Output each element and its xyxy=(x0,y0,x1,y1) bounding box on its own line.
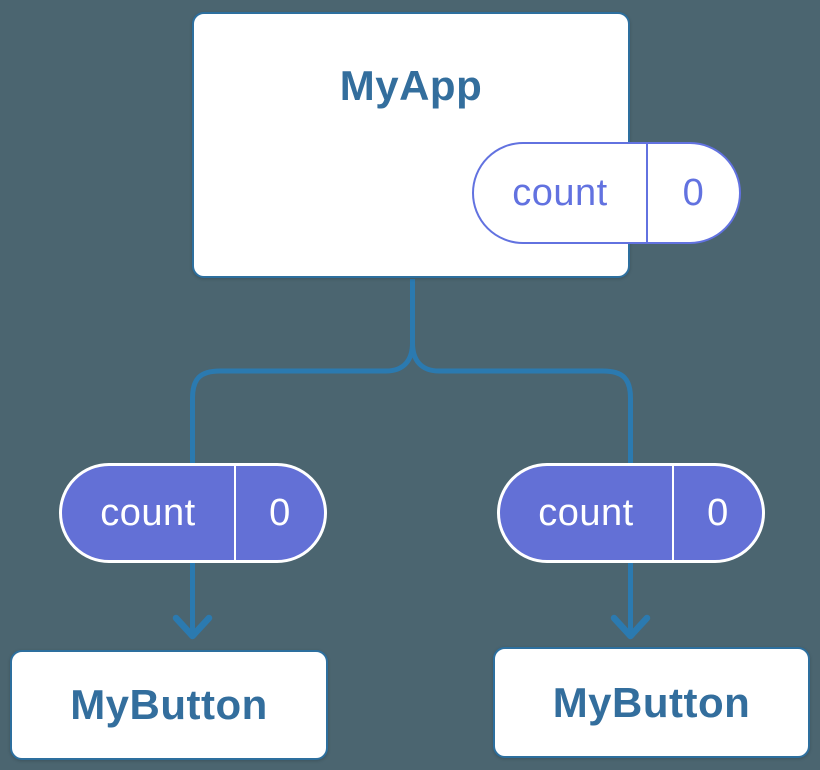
pill-divider xyxy=(672,466,674,560)
node-mybutton-left: MyButton xyxy=(10,650,328,760)
state-value-label: 0 xyxy=(682,171,705,214)
state-pill-myapp: count 0 xyxy=(472,142,741,244)
pill-divider xyxy=(234,466,236,560)
node-myapp-title: MyApp xyxy=(339,62,483,109)
state-name-label: count xyxy=(512,171,608,214)
arrow-head xyxy=(610,614,651,640)
state-value-label: 0 xyxy=(707,491,729,534)
state-pill-right: count 0 xyxy=(497,463,765,563)
node-mybutton-title: MyButton xyxy=(70,681,268,728)
arrow-head xyxy=(172,614,213,640)
state-pill-left: count 0 xyxy=(59,463,327,563)
node-mybutton-right: MyButton xyxy=(493,647,810,758)
connector-right-branch xyxy=(410,279,633,466)
state-name-label: count xyxy=(100,491,196,534)
connector-left-branch xyxy=(190,279,415,466)
node-myapp: MyApp count 0 xyxy=(192,12,741,278)
state-value-label: 0 xyxy=(269,491,291,534)
arrow-down-icon-left xyxy=(172,558,213,640)
pill-divider xyxy=(646,144,648,242)
node-mybutton-title: MyButton xyxy=(552,678,751,726)
arrow-down-icon-right xyxy=(610,558,651,640)
state-name-label: count xyxy=(538,491,634,534)
